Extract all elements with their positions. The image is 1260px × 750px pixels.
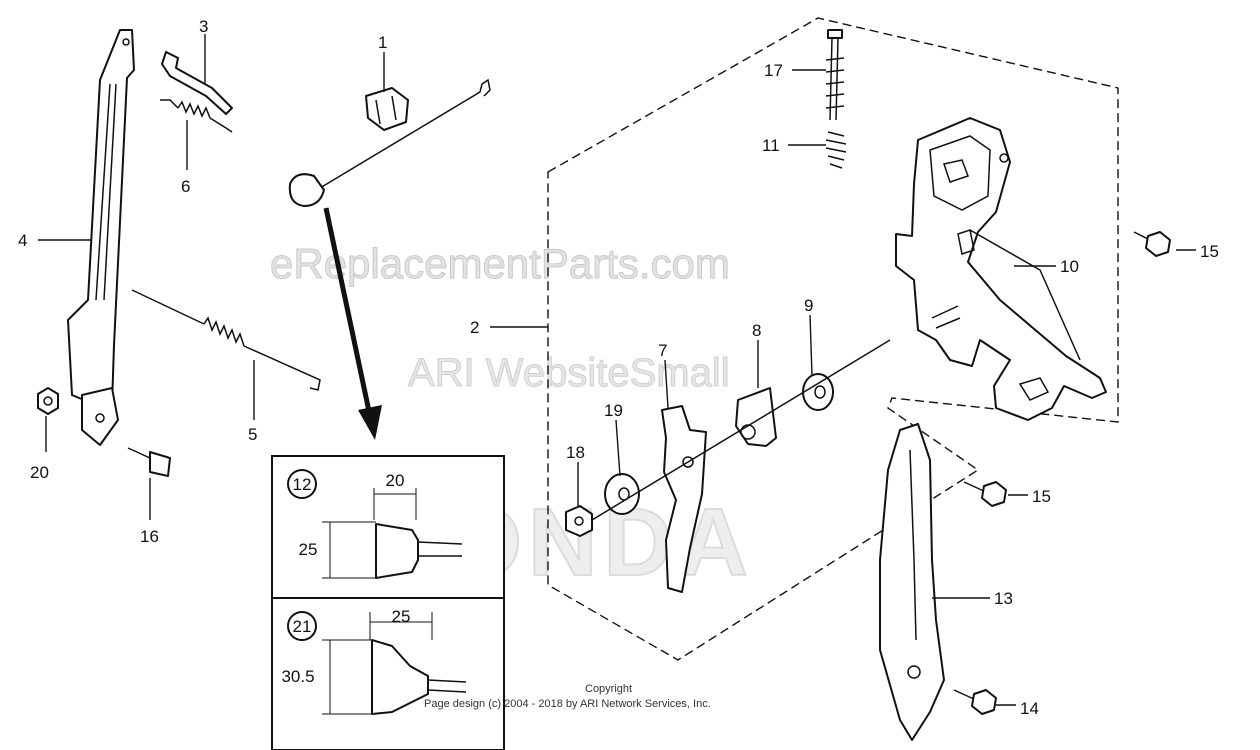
assembly-axis xyxy=(591,339,891,521)
screw-part-17[interactable] xyxy=(825,29,845,121)
callout-9: 9 xyxy=(804,296,813,315)
washer-part-19[interactable] xyxy=(604,473,640,515)
callout-3: 3 xyxy=(199,17,208,36)
callout-2: 2 xyxy=(470,318,479,337)
leader-lines xyxy=(38,34,1196,706)
bolt-part-15-lower[interactable] xyxy=(963,481,1007,507)
callout-20: 20 xyxy=(30,463,49,482)
callout-17: 17 xyxy=(764,61,783,80)
arm-plate-part-13[interactable] xyxy=(879,423,945,741)
washer-part-9[interactable] xyxy=(802,373,834,411)
spring-rod-part-5[interactable] xyxy=(131,289,321,391)
choke-cable-knob[interactable] xyxy=(288,78,491,207)
spring-part-6[interactable] xyxy=(160,99,233,133)
callout-1: 1 xyxy=(378,33,387,52)
inset-part-21-width: 25 xyxy=(392,607,411,626)
callout-10: 10 xyxy=(1060,257,1079,276)
callout-13: 13 xyxy=(994,589,1013,608)
control-rod-part-4[interactable] xyxy=(67,29,135,446)
callout-19: 19 xyxy=(604,401,623,420)
spring-part-11[interactable] xyxy=(825,131,847,169)
callout-16: 16 xyxy=(140,527,159,546)
inset-part-12-height: 25 xyxy=(299,540,318,559)
ari-watermark: ARI WebsiteSmall xyxy=(408,351,730,395)
copyright-label: Copyright xyxy=(585,683,632,695)
clamp-part-1[interactable] xyxy=(365,87,409,131)
callout-18: 18 xyxy=(566,443,585,462)
inset-part-12-label: 12 xyxy=(293,475,312,494)
bolt-part-16[interactable] xyxy=(127,447,171,477)
callout-8: 8 xyxy=(752,321,761,340)
bolt-part-15-upper[interactable] xyxy=(1133,231,1171,257)
callout-15-upper: 15 xyxy=(1200,242,1219,261)
nut-part-20[interactable] xyxy=(37,387,59,415)
bolt-part-14[interactable] xyxy=(953,689,997,715)
control-base-part-10[interactable] xyxy=(895,117,1107,421)
inset-part-12-width: 20 xyxy=(386,471,405,490)
callout-11: 11 xyxy=(762,136,780,155)
knob-detail-inset: 12 20 25 21 25 30.5 xyxy=(271,455,505,750)
detail-arrow xyxy=(323,207,382,440)
nut-part-18[interactable] xyxy=(565,505,593,537)
callout-14: 14 xyxy=(1020,699,1039,718)
assembly-outline xyxy=(547,17,1119,661)
plate-part-8[interactable] xyxy=(735,387,777,447)
site-watermark: eReplacementParts.com xyxy=(270,240,730,287)
lever-part-7[interactable] xyxy=(661,405,707,593)
callout-4: 4 xyxy=(18,231,27,250)
callout-6: 6 xyxy=(181,177,190,196)
spring-clip-part-3[interactable] xyxy=(161,51,233,115)
page-design-notice: Page design (c) 2004 - 2018 by ARI Netwo… xyxy=(424,698,711,710)
callout-7: 7 xyxy=(658,341,667,360)
callout-15-lower: 15 xyxy=(1032,487,1051,506)
inset-part-21-height: 30.5 xyxy=(281,667,314,686)
callout-5: 5 xyxy=(248,425,257,444)
inset-part-21-label: 21 xyxy=(293,617,312,636)
